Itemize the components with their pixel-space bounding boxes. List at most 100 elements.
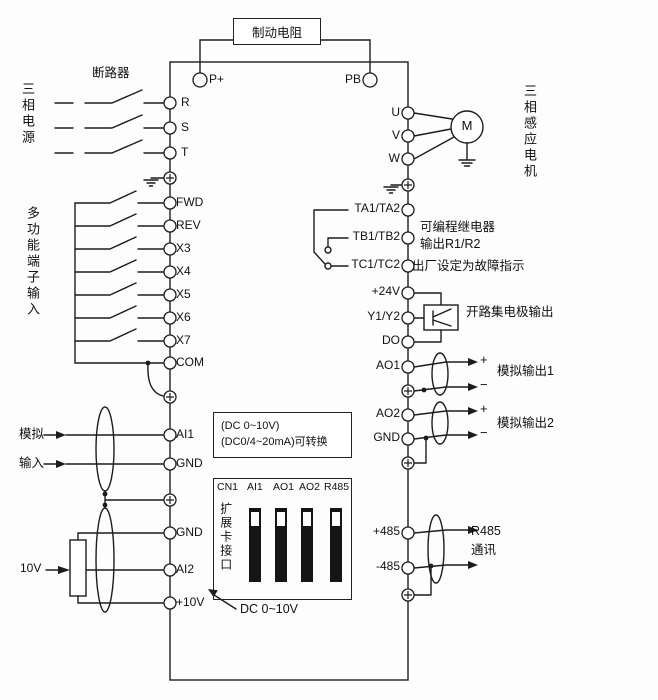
potentiometer-wires (45, 507, 165, 613)
terminal-v (401, 129, 415, 143)
terminal-x4 (163, 265, 177, 279)
open-collector-wires (413, 292, 459, 343)
dip-switches (249, 508, 342, 582)
terminal-label-x4: X4 (176, 264, 191, 278)
terminal-t (163, 146, 177, 160)
terminal-x7 (163, 334, 177, 348)
shield-ellipse-analog-input2 (95, 507, 115, 613)
brake-resistor-box: 制动电阻 (233, 18, 321, 45)
terminal-label-s: S (181, 120, 190, 134)
terminal-label-v: V (391, 128, 400, 142)
terminal-gnd-b (163, 526, 177, 540)
dip-header-ai1: AI1 (247, 481, 263, 493)
terminal-ai1 (163, 428, 177, 442)
terminal-label-gnd-a: GND (176, 456, 203, 470)
terminal-circles (163, 72, 415, 610)
terminal-x6 (163, 311, 177, 325)
analog-output1-label: 模拟输出1 (497, 364, 554, 378)
multi-function-input-wires (74, 190, 165, 397)
dip-switch-ao2 (301, 508, 313, 582)
analog-output2-label: 模拟输出2 (497, 416, 554, 430)
terminal-label-tb: TB1/TB2 (352, 229, 400, 243)
pe-cross-marks (166, 174, 412, 599)
relay-contact-wires (313, 209, 349, 270)
terminal-tb (401, 231, 415, 245)
ao1-plus-sign: + (480, 352, 488, 367)
analog-input-label-1: 模拟 (19, 427, 45, 441)
terminal-do (401, 335, 415, 349)
terminal-w (401, 152, 415, 166)
pot-10v-label: 10V (20, 561, 42, 575)
r485-minus-arrow (468, 561, 478, 569)
terminal-label-ao2: AO2 (375, 406, 400, 420)
terminal-label-t: T (181, 145, 189, 159)
terminal-gnd-a (163, 457, 177, 471)
terminal-label-w: W (388, 151, 400, 165)
terminal-label-y1y2: Y1/Y2 (367, 309, 400, 323)
breaker-label: 断路器 (92, 66, 130, 80)
terminal-10v (163, 596, 177, 610)
dc-label-arrow (208, 589, 218, 598)
terminal-s (163, 121, 177, 135)
ao1-minus-arrow (468, 383, 478, 391)
terminal-ao2 (401, 408, 415, 422)
terminal-label-10v: +10V (176, 595, 205, 609)
terminal-fwd (163, 196, 177, 210)
terminal-rev (163, 219, 177, 233)
ao2-plus-arrow (468, 407, 478, 415)
dip-header-ao2: AO2 (299, 481, 321, 493)
analog-in2-arrow (56, 460, 66, 468)
motor-label: 三相感应电机 (521, 84, 537, 180)
terminal-ai2 (163, 563, 177, 577)
dip-switch-ai1 (249, 508, 261, 582)
ao2-minus-arrow (468, 431, 478, 439)
r485-plus-arrow (468, 526, 478, 534)
analog-in1-arrow (56, 431, 66, 439)
shield-ellipse-r485 (427, 514, 445, 584)
dip-switch-ao2-slider (303, 512, 311, 526)
earth-symbol-left (143, 177, 165, 187)
terminal-x5 (163, 288, 177, 302)
r485-label-line2: 通讯 (471, 543, 497, 557)
analog-input-label-2: 输入 (19, 456, 45, 470)
terminal-label-gnd-b: GND (176, 525, 203, 539)
terminal-label-x5: X5 (176, 287, 191, 301)
pot-wiper-arrow (58, 566, 70, 574)
terminal-label-ao1: AO1 (375, 358, 400, 372)
power-input-wires (54, 89, 165, 154)
terminal-com (163, 356, 177, 370)
terminal-ao1 (401, 360, 415, 374)
terminal-x3 (163, 242, 177, 256)
terminal-24v (401, 286, 415, 300)
terminal-label-485n: -485 (375, 559, 400, 573)
arrowheads (56, 358, 478, 598)
expansion-card-box (213, 478, 352, 600)
terminal-485n (401, 561, 415, 575)
terminal-u (401, 106, 415, 120)
brake-resistor-wires (199, 39, 371, 74)
brake-resistor-label: 制动电阻 (251, 26, 302, 40)
dc-note-line2: (DC0/4~20mA)可转换 (221, 436, 328, 448)
terminal-label-rev: REV (176, 218, 201, 232)
ao2-plus-sign: + (480, 401, 488, 416)
shield-ellipse-ao1 (431, 352, 449, 396)
open-collector-box (423, 304, 459, 331)
terminal-label-tc: TC1/TC2 (351, 257, 400, 271)
terminal-y1y2 (401, 311, 415, 325)
analog-output2-wires (413, 401, 469, 464)
expansion-card-label: 扩展卡接口 (218, 502, 233, 572)
potentiometer-resistor (69, 539, 87, 597)
terminal-label-485p: +485 (372, 524, 400, 538)
r485-wires (413, 514, 469, 596)
terminal-tc (401, 259, 415, 273)
relay-note-line1: 可编程继电器 (420, 220, 496, 234)
motor-wires (413, 110, 484, 167)
shield-ellipse-ao2 (431, 401, 449, 445)
dc-note-box: (DC 0~10V) (DC0/4~20mA)可转换 (213, 412, 352, 458)
ao2-minus-sign: − (480, 425, 488, 440)
earth-symbol-motor (458, 142, 476, 167)
motor-m-label: M (461, 118, 473, 133)
terminal-gnd-ao2 (401, 432, 415, 446)
r485-label-line1: R485 (471, 524, 501, 538)
